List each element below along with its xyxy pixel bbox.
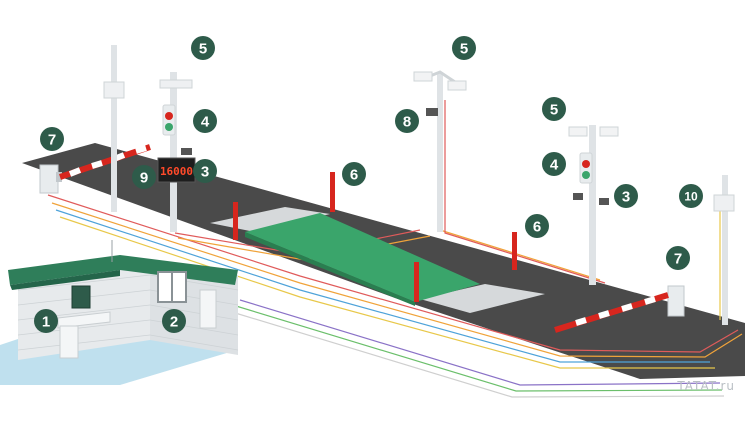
- scale-platform: [245, 213, 480, 302]
- svg-text:4: 4: [201, 114, 210, 131]
- booth-wall-left: [18, 260, 150, 360]
- svg-text:7: 7: [674, 251, 682, 268]
- svg-text:10: 10: [684, 190, 698, 204]
- svg-text:6: 6: [533, 219, 541, 236]
- operator-booth: [0, 240, 239, 385]
- badge: 3: [614, 184, 638, 208]
- svg-text:2: 2: [170, 314, 178, 331]
- camera: [573, 193, 583, 200]
- traffic-light-red: [582, 160, 590, 168]
- badge: 5: [191, 36, 215, 60]
- pole-right: [568, 125, 619, 285]
- display-value: 16000: [160, 165, 193, 178]
- badge: 8: [395, 109, 419, 133]
- badge: 4: [542, 152, 566, 176]
- bollard: [414, 262, 419, 302]
- camera: [181, 148, 192, 155]
- exit-barrier: [554, 285, 685, 333]
- badge: 7: [666, 246, 690, 270]
- svg-text:7: 7: [48, 132, 56, 149]
- svg-text:3: 3: [622, 189, 630, 206]
- scale-platform-edge: [245, 232, 415, 306]
- svg-text:6: 6: [350, 167, 358, 184]
- badge: 4: [193, 109, 217, 133]
- badge: 6: [525, 214, 549, 238]
- badge: 10: [679, 184, 703, 208]
- watermark: TATAT.ru: [676, 379, 735, 393]
- badge: 2: [162, 309, 186, 333]
- bollard: [233, 202, 238, 240]
- badge: 6: [342, 162, 366, 186]
- svg-text:8: 8: [403, 114, 411, 131]
- svg-text:5: 5: [550, 102, 558, 119]
- svg-text:3: 3: [201, 164, 209, 181]
- badge: 3: [193, 159, 217, 183]
- traffic-light-red: [165, 112, 173, 120]
- terminal-cabinet: [199, 289, 217, 329]
- desk: [57, 311, 111, 329]
- traffic-light-green: [165, 123, 173, 131]
- badge: 5: [452, 36, 476, 60]
- traffic-light-green: [582, 171, 590, 179]
- badge: 9: [132, 165, 156, 189]
- exit-ramp: [420, 284, 545, 313]
- entry-ramp: [210, 207, 330, 232]
- badge: 1: [34, 309, 58, 333]
- camera: [426, 108, 438, 116]
- monitor-icon: [71, 285, 91, 309]
- pole-far-right: [713, 175, 735, 325]
- entry-barrier: [39, 144, 151, 194]
- bollard: [512, 232, 517, 270]
- badge: 7: [40, 127, 64, 151]
- badge: 5: [542, 97, 566, 121]
- callout-badges: 1 2 3 3 4 4 5 5: [34, 36, 703, 333]
- bollard: [330, 172, 335, 212]
- svg-text:5: 5: [199, 41, 207, 58]
- svg-text:9: 9: [140, 170, 148, 187]
- pole-middle: [413, 70, 467, 232]
- svg-text:4: 4: [550, 157, 559, 174]
- camera: [599, 198, 609, 205]
- bollards: [233, 172, 517, 302]
- svg-text:5: 5: [460, 41, 468, 58]
- pole-left: [103, 45, 125, 212]
- svg-text:1: 1: [42, 314, 50, 331]
